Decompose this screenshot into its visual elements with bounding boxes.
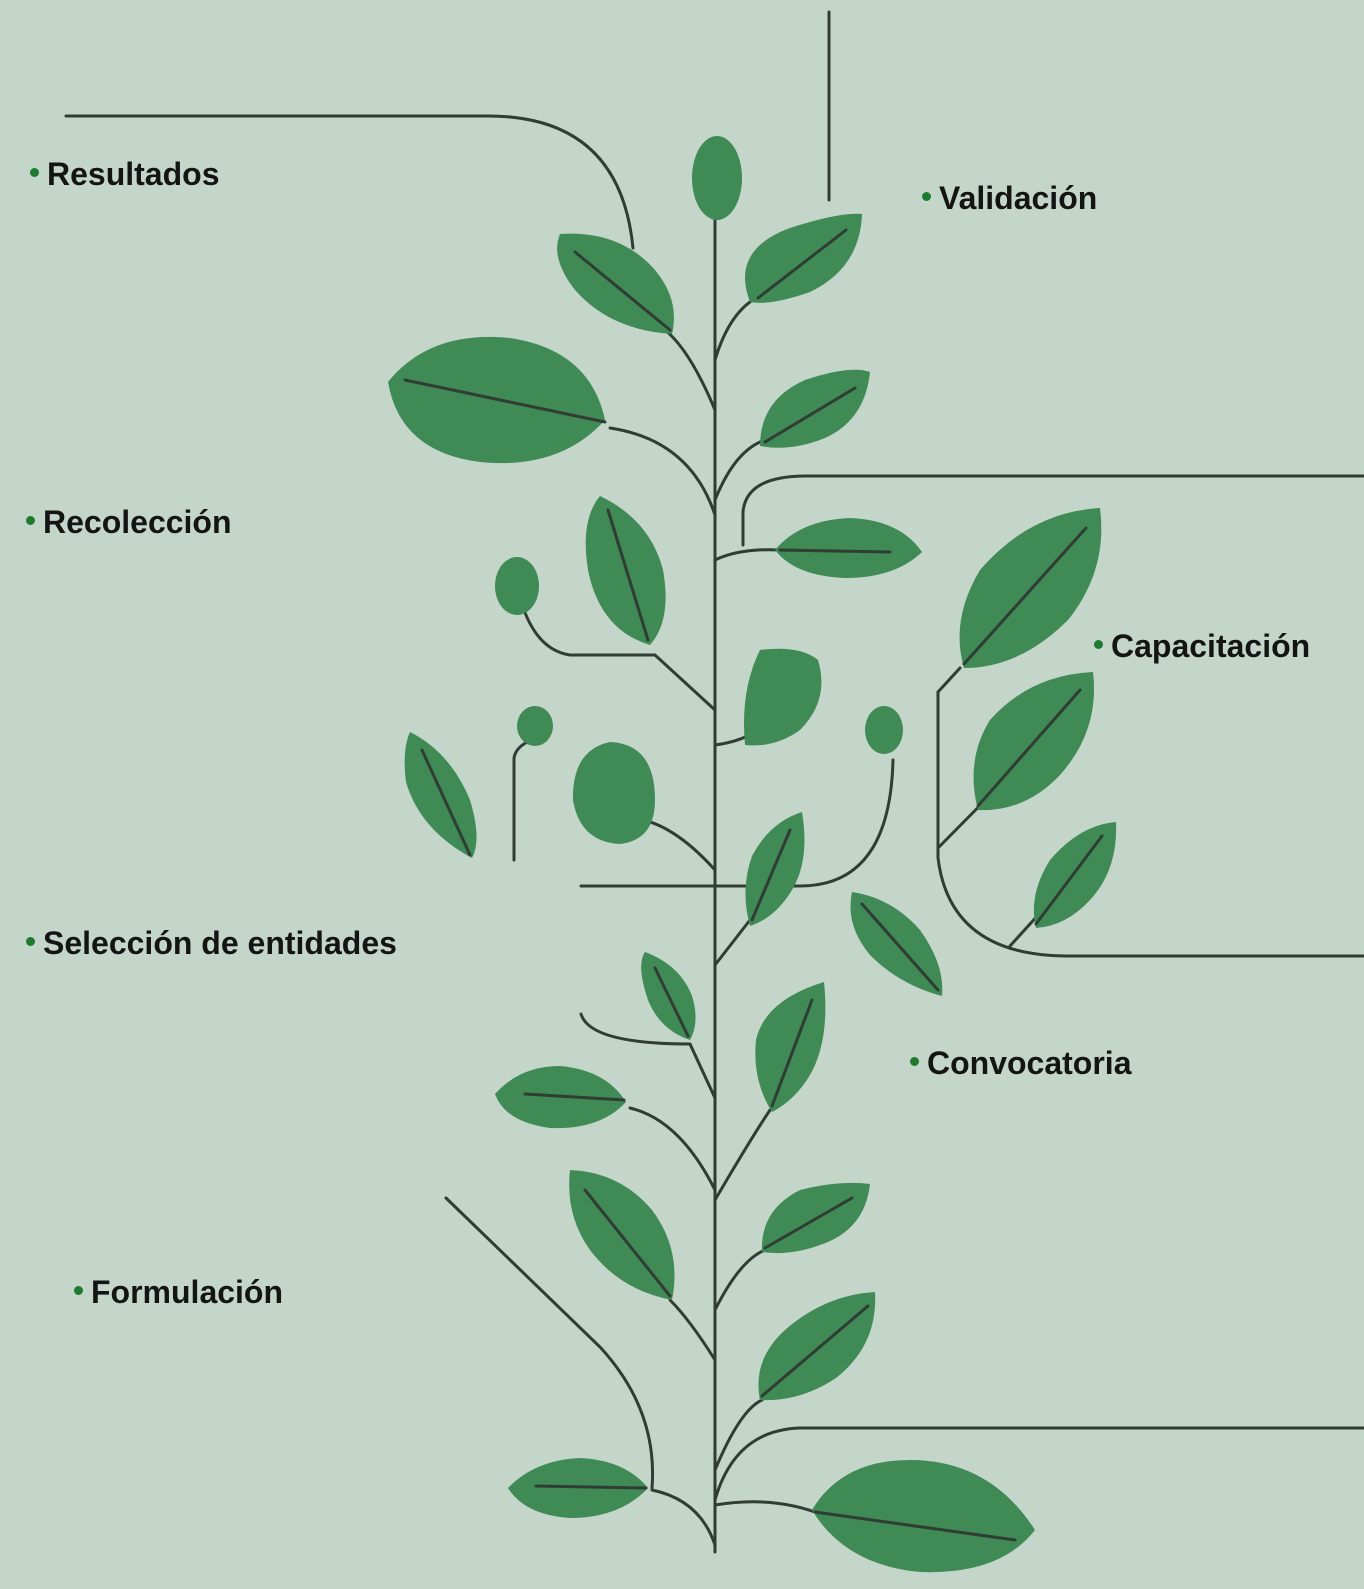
branch (514, 740, 532, 860)
leaf (692, 136, 742, 220)
branch (690, 1044, 715, 1098)
branch (630, 1108, 715, 1190)
branch (715, 1110, 770, 1200)
branch (715, 550, 780, 560)
branch (715, 1502, 815, 1512)
leaf (517, 706, 553, 746)
label-resultados: Resultados (30, 156, 219, 193)
leaf-vein (780, 550, 890, 552)
bullet-icon (910, 1057, 919, 1066)
branch (715, 1428, 800, 1500)
label-validacion: Validación (922, 180, 1097, 217)
bullet-icon (922, 192, 931, 201)
branch (938, 668, 960, 692)
branch (665, 330, 715, 410)
branch (715, 1250, 765, 1310)
bullet-icon (1094, 640, 1103, 649)
leaf (495, 557, 539, 615)
branch (670, 1300, 715, 1360)
label-convocatoria: Convocatoria (910, 1045, 1131, 1082)
bullet-icon (26, 516, 35, 525)
branch (715, 1400, 762, 1470)
leaf (573, 742, 655, 844)
label-recoleccion: Recolección (26, 504, 232, 541)
leaf (405, 732, 477, 858)
leaf (775, 518, 922, 578)
leaf (865, 706, 903, 754)
branch (610, 428, 715, 515)
leaf (745, 214, 862, 303)
leaf-vein (536, 1486, 646, 1488)
label-formulacion: Formulación (74, 1274, 283, 1311)
branch (652, 1490, 715, 1545)
branch (715, 296, 760, 360)
label-seleccion: Selección de entidades (26, 925, 397, 962)
bullet-icon (74, 1286, 83, 1295)
leaf (755, 982, 825, 1112)
bullet-icon (26, 937, 35, 946)
bullet-icon (30, 168, 39, 177)
branch (715, 440, 765, 500)
leaf (744, 649, 821, 746)
label-capacitacion: Capacitación (1094, 628, 1314, 665)
branch (715, 920, 750, 965)
